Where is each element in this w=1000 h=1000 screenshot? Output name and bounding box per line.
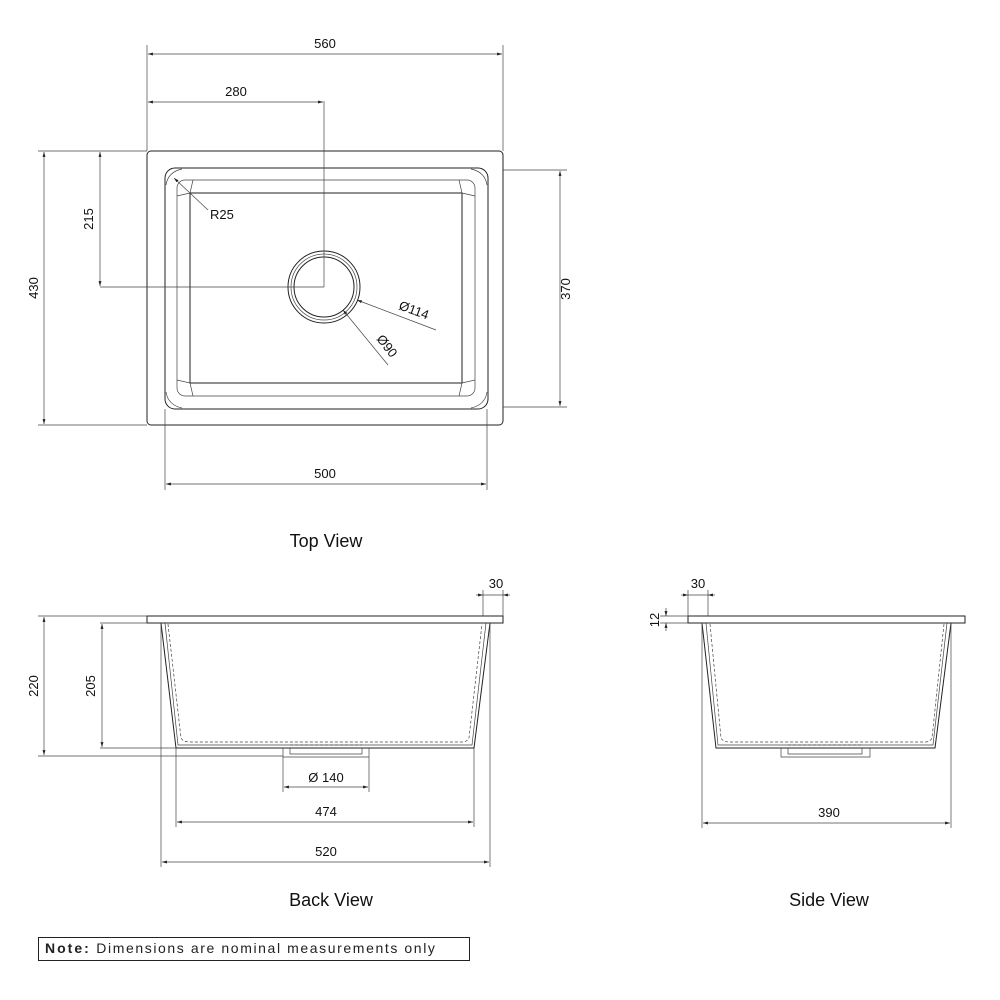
top-view-bowl-floor — [189, 192, 463, 384]
side-view-rim — [687, 615, 966, 624]
dim-inner-depth: 370 — [558, 278, 573, 300]
top-view-title: Top View — [290, 531, 364, 551]
side-view-title: Side View — [789, 890, 870, 910]
dim-outer-waste-dia: Ø114 — [397, 298, 431, 323]
dim-center-x: 280 — [225, 84, 247, 99]
dim-inner-waste-dia: Ø90 — [374, 332, 401, 361]
back-view: 30 220 205 Ø 140 474 520 — [26, 576, 510, 867]
dim-bowl-height: 205 — [83, 675, 98, 697]
side-view: 30 12 390 — [647, 576, 966, 828]
dim-overall-height: 220 — [26, 675, 41, 697]
back-view-rim — [146, 615, 504, 624]
note-text: Dimensions are nominal measurements only — [90, 940, 437, 956]
dim-inner-width: 500 — [314, 466, 336, 481]
top-view: 560 280 430 215 370 500 R25 Ø114 Ø90 — [26, 36, 573, 490]
dim-rim-width: 30 — [489, 576, 503, 591]
top-view-outer-rim — [146, 150, 504, 426]
top-view-bowl-outline — [164, 167, 489, 410]
note-label: Note: — [45, 940, 91, 956]
note-box: Note: Dimensions are nominal measurement… — [38, 937, 470, 961]
dim-side-rim-width: 30 — [691, 576, 705, 591]
dim-overall-width: 560 — [314, 36, 336, 51]
back-view-bowl — [160, 622, 491, 749]
back-view-title: Back View — [289, 890, 374, 910]
dim-rim-thickness: 12 — [647, 613, 662, 627]
dim-side-width: 390 — [818, 805, 840, 820]
dim-bottom-width: 474 — [315, 804, 337, 819]
dim-waste-dia: Ø 140 — [308, 770, 343, 785]
dim-center-y: 215 — [81, 208, 96, 230]
dim-top-width: 520 — [315, 844, 337, 859]
dim-corner-radius: R25 — [210, 207, 234, 222]
dim-overall-depth: 430 — [26, 277, 41, 299]
side-view-bowl — [701, 622, 952, 749]
